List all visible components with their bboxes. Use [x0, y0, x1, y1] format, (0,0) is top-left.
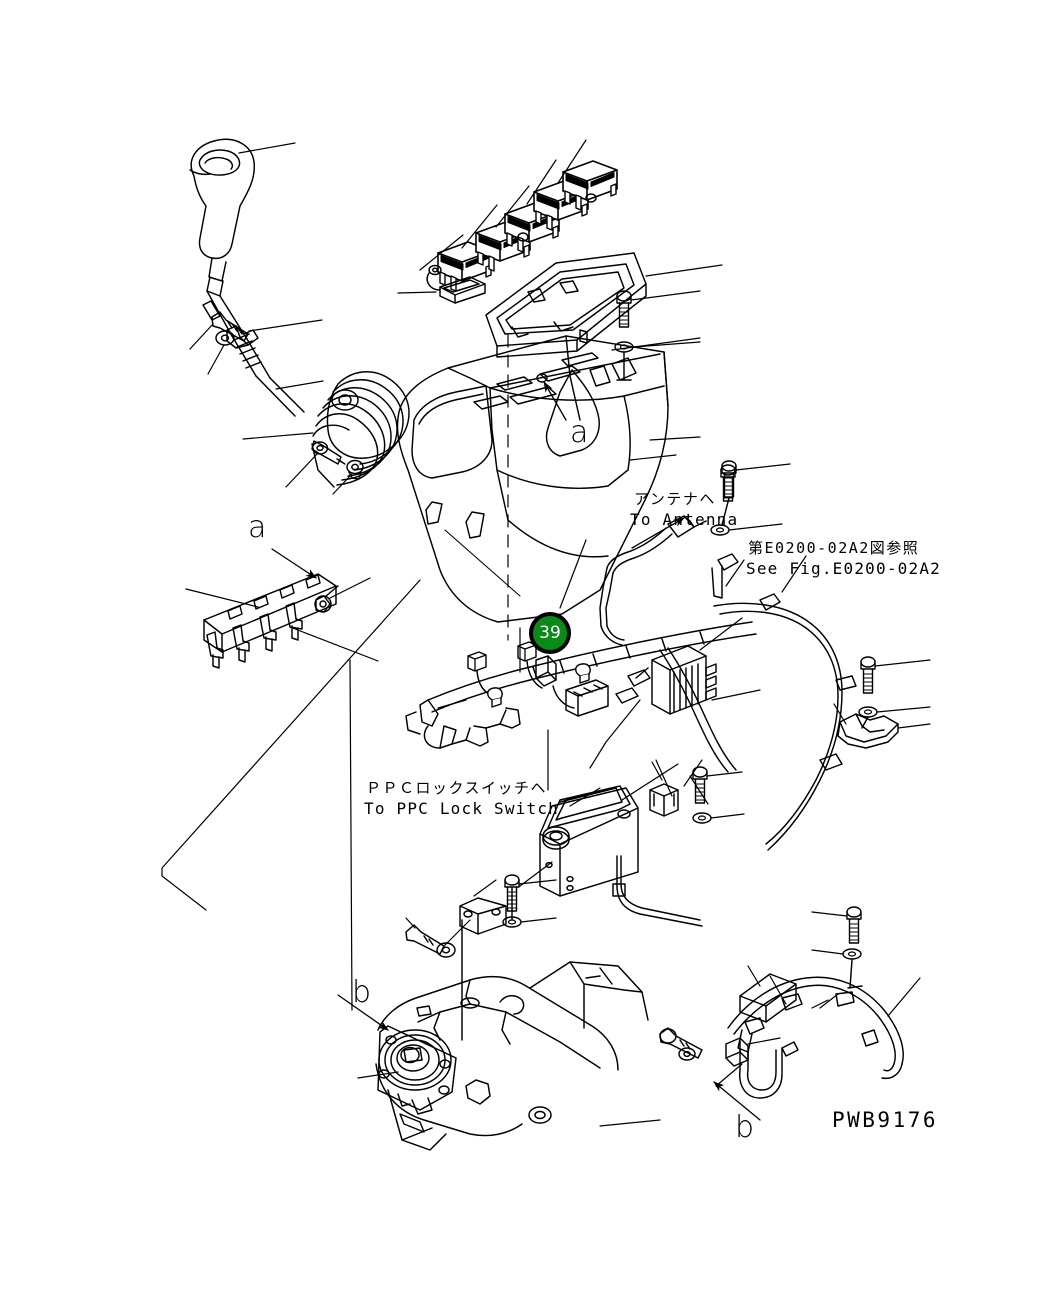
circular-mount — [377, 1025, 457, 1133]
detail-a-arrow-bracket — [271, 548, 317, 579]
antenna-cable — [599, 515, 707, 646]
switch-leader-lines — [419, 139, 587, 271]
callout-badge-39[interactable]: 39 — [529, 612, 571, 654]
switch-panel-bezel — [485, 252, 647, 358]
console-mount-bolt-1 — [614, 290, 701, 381]
right-clamp-cluster — [833, 656, 931, 749]
leader-lines-lever — [189, 142, 353, 495]
detail-b-harness — [659, 906, 904, 1099]
shift-lever-boot — [311, 371, 410, 488]
detail-a-bracket-leaders — [185, 577, 379, 662]
see-figure-note-en: See Fig.E0200-02A2 — [746, 559, 941, 578]
switch-row — [437, 160, 618, 292]
switch-blank-cover — [439, 276, 486, 304]
controller-bracket-right — [649, 759, 745, 824]
switch-washers — [426, 193, 597, 291]
lower-frame — [375, 961, 661, 1151]
shift-lever-shaft — [202, 290, 305, 417]
boot-mount-bolts — [311, 440, 364, 480]
detail-a-bracket-assembly — [203, 573, 339, 669]
controller-leaders — [569, 763, 679, 807]
detail-b-arrow-harness — [713, 1081, 761, 1121]
shift-lever-knob — [189, 138, 256, 297]
detail-a-arrow-console — [536, 373, 567, 421]
relay-box-leaders — [699, 617, 761, 701]
detail-marker-a-console: a — [570, 415, 589, 450]
to-ppc-lock-switch-note-en: To PPC Lock Switch — [364, 799, 559, 818]
to-antenna-note-jp: アンテナヘ — [634, 490, 716, 508]
detail-marker-b-frame: b — [352, 975, 372, 1010]
detail-b-leaders — [357, 1071, 399, 1079]
section-lines — [161, 539, 709, 1011]
controller-bracket-left — [405, 874, 557, 1041]
controller-unit — [539, 785, 703, 927]
console-mount-bolt-2 — [710, 460, 791, 536]
to-ppc-lock-switch-note-jp: ＰＰＣロックスイッチヘ — [366, 779, 548, 797]
relay-box — [635, 645, 717, 715]
detail-marker-a-bracket: a — [248, 510, 267, 545]
see-figure-note-jp: 第E0200-02A2図参照 — [748, 539, 920, 557]
detail-b-arrow-frame — [337, 994, 389, 1031]
main-wiring-harness — [405, 553, 857, 851]
detail-marker-b-harness: b — [735, 1110, 755, 1145]
lever-mount-bolt — [211, 311, 249, 346]
to-antenna-note-en: To Antenna — [630, 510, 739, 529]
drawing-number: PWB9176 — [832, 1108, 939, 1132]
console-box — [396, 334, 669, 641]
